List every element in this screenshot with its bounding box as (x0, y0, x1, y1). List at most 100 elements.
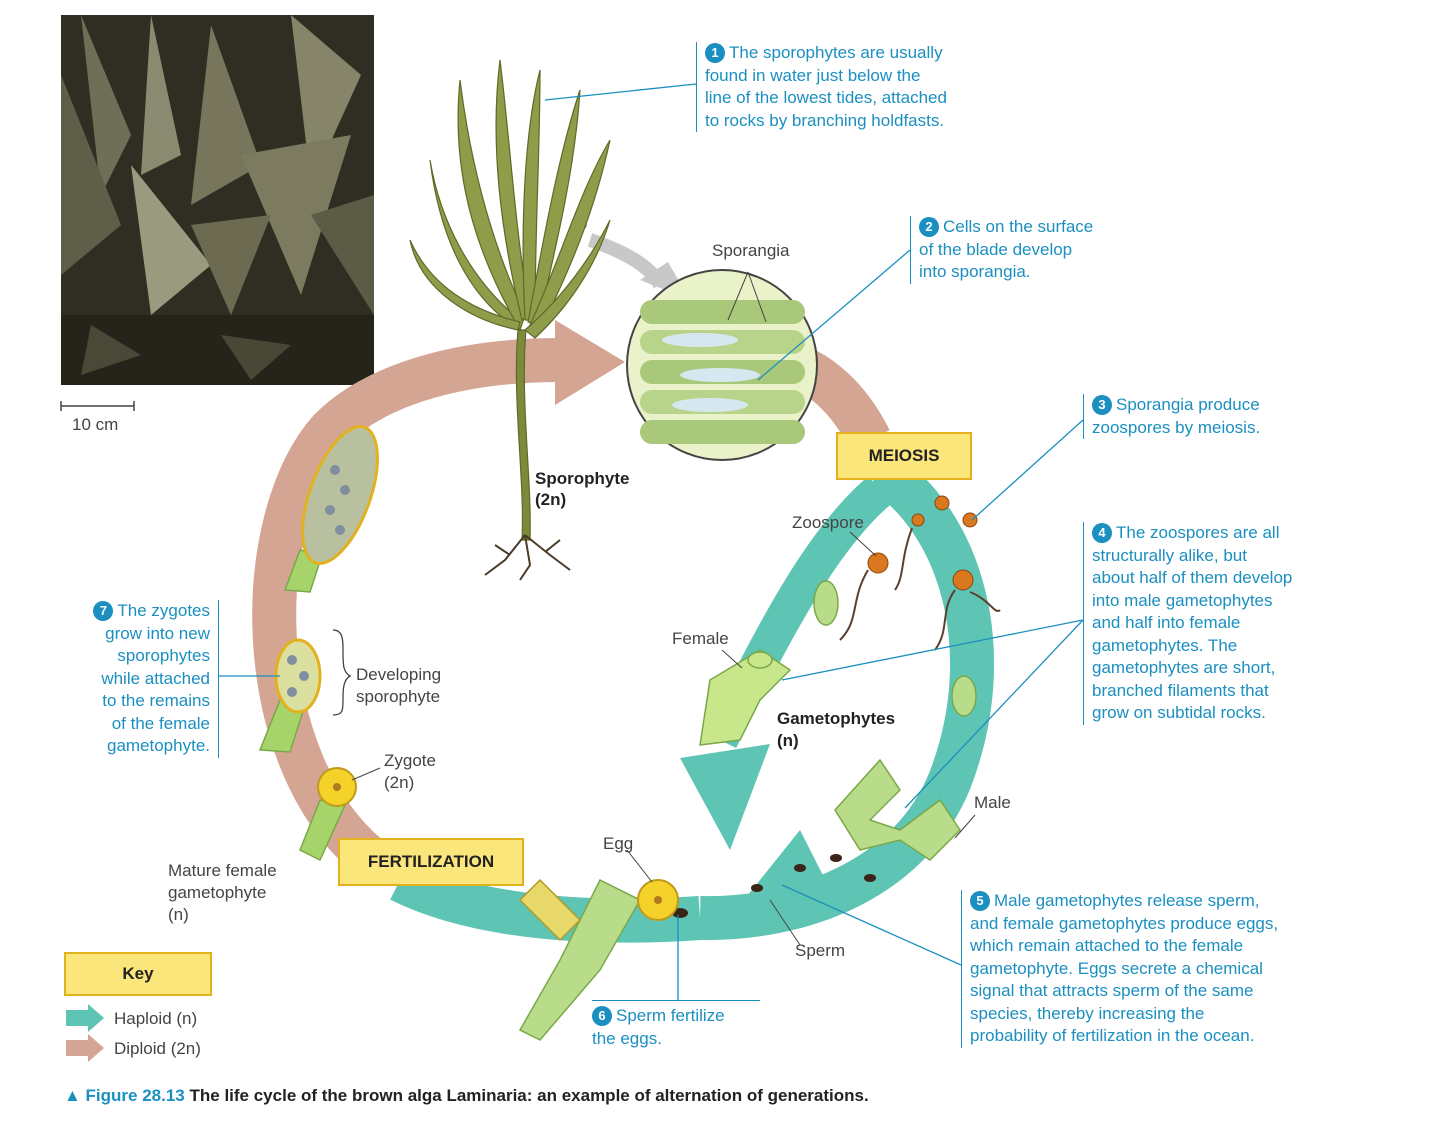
key-haploid-label: Haploid (n) (114, 1009, 198, 1028)
label-female: Female (672, 629, 729, 648)
sperm-cells (672, 854, 876, 918)
holdfast (484, 534, 571, 581)
step-5-line-6: species, thereby increasing the (970, 1003, 1205, 1023)
step-4-line-5: and half into female (1092, 613, 1241, 632)
step-7-line-5: to the remains (102, 691, 210, 710)
female-gametophyte-small (699, 649, 792, 746)
step-4-line-4: into male gametophytes (1092, 590, 1273, 610)
step-4-line-1: The zoospores are all (1116, 523, 1280, 542)
step-5-line-3: which remain attached to the female (970, 936, 1244, 955)
step-3-number: 3 (1092, 395, 1112, 415)
step-3-line-1: Sporangia produce (1116, 395, 1260, 414)
male-gametophyte (834, 758, 961, 861)
scale-bar-label: 10 cm (72, 415, 119, 434)
key-title: Key (64, 952, 212, 996)
label-zoospore: Zoospore (792, 513, 864, 532)
label-gametophytes-ploidy: (n) (777, 731, 799, 750)
label-developing-sporophyte-2: sporophyte (356, 687, 441, 706)
label-sporophyte: Sporophyte (535, 469, 630, 488)
step-4-line-3: about half of them develop (1092, 568, 1293, 587)
key-diploid-label: Diploid (2n) (114, 1039, 201, 1058)
step-5-line-5: signal that attracts sperm of the same (970, 981, 1254, 1000)
step-4-line-6: gametophytes. The (1092, 635, 1238, 655)
label-sporangia: Sporangia (712, 241, 790, 260)
step-4-line-9: grow on subtidal rocks. (1092, 703, 1266, 722)
step-4-line-8: branched filaments that (1092, 680, 1269, 700)
key-haploid-arrow (66, 1004, 104, 1032)
diploid-arc (252, 338, 561, 876)
step-1-line-1: The sporophytes are usually (729, 43, 943, 62)
figure-caption: ▲ Figure 28.13 The life cycle of the bro… (64, 1084, 924, 1107)
label-mature-female-2: gametophyte (168, 883, 267, 902)
step-5-line-1: Male gametophytes release sperm, (994, 891, 1260, 910)
female-gametophyte-egg (518, 878, 679, 1041)
zoospore-flagella (839, 527, 1001, 651)
label-zygote-1: Zygote (384, 751, 436, 770)
step-6-line-1: Sperm fertilize (616, 1006, 725, 1025)
fertilization-box: FERTILIZATION (338, 838, 524, 886)
step-3-line-2: zoospores by meiosis. (1092, 417, 1261, 437)
step-1-number: 1 (705, 43, 725, 63)
spore-ovals (813, 580, 977, 717)
label-gametophytes: Gametophytes (777, 709, 896, 728)
label-mature-female-3: (n) (168, 905, 189, 924)
label-mature-female-1: Mature female (168, 861, 277, 880)
leader-lines (218, 83, 1084, 1000)
step-7-line-1: The zygotes (117, 601, 210, 620)
step-7-line-6: of the female (111, 713, 210, 733)
step-4-line-7: gametophytes are short, (1092, 658, 1276, 677)
step-5-line-4: gametophyte. Eggs secrete a chemical (970, 958, 1263, 978)
developing-sporophyte-brace (332, 629, 352, 716)
step-7-line-2: grow into new (105, 623, 210, 643)
key-diploid-arrow (66, 1034, 104, 1062)
step-1-line-4: to rocks by branching holdfasts. (705, 110, 945, 130)
diploid-arrowhead (555, 320, 625, 405)
meiosis-box: MEIOSIS (836, 432, 972, 480)
developing-sporophyte (258, 638, 322, 753)
step-5-line-2: and female gametophytes produce eggs, (970, 913, 1279, 933)
scale-bar (60, 401, 135, 411)
step-7-number: 7 (93, 601, 114, 621)
label-developing-sporophyte-1: Developing (356, 665, 442, 684)
step-6-line-2: the eggs. (592, 1028, 662, 1048)
step-5-number: 5 (970, 891, 990, 911)
label-sporophyte-ploidy: (2n) (535, 490, 567, 509)
step-2-line-1: Cells on the surface (943, 217, 1094, 236)
young-sporophyte (283, 425, 379, 593)
step-1-line-2: found in water just below the (705, 65, 921, 85)
label-egg: Egg (603, 834, 634, 853)
figure-number: ▲ Figure 28.13 (64, 1086, 185, 1105)
step-7-line-4: while attached (101, 668, 210, 688)
label-leaders (351, 531, 976, 946)
step-7-line-3: sporophytes (117, 646, 210, 665)
step-4-line-2: structurally alike, but (1092, 545, 1247, 565)
label-zygote-2: (2n) (384, 773, 415, 792)
haploid-arc-right (699, 451, 995, 941)
figure-caption-text: The life cycle of the brown alga Laminar… (189, 1086, 869, 1105)
step-5-line-7: probability of fertilization in the ocea… (970, 1026, 1255, 1045)
haploid-arrowhead-inner (680, 744, 770, 850)
step-2-line-3: into sporangia. (919, 262, 1031, 281)
step-7-line-7: gametophyte. (106, 736, 210, 755)
step-1-line-3: line of the lowest tides, attached (705, 88, 947, 107)
kelp-photo (61, 15, 374, 385)
label-male: Male (974, 793, 1011, 812)
haploid-arrowhead-right (740, 830, 838, 905)
zoospores (867, 495, 978, 591)
label-sperm: Sperm (795, 941, 846, 960)
step-6-number: 6 (592, 1006, 612, 1026)
step-2-number: 2 (919, 217, 939, 237)
step-4-number: 4 (1092, 523, 1112, 543)
sporangia-magnified (626, 269, 818, 461)
zygote-stage (299, 767, 357, 862)
step-2-line-2: of the blade develop (919, 239, 1073, 259)
